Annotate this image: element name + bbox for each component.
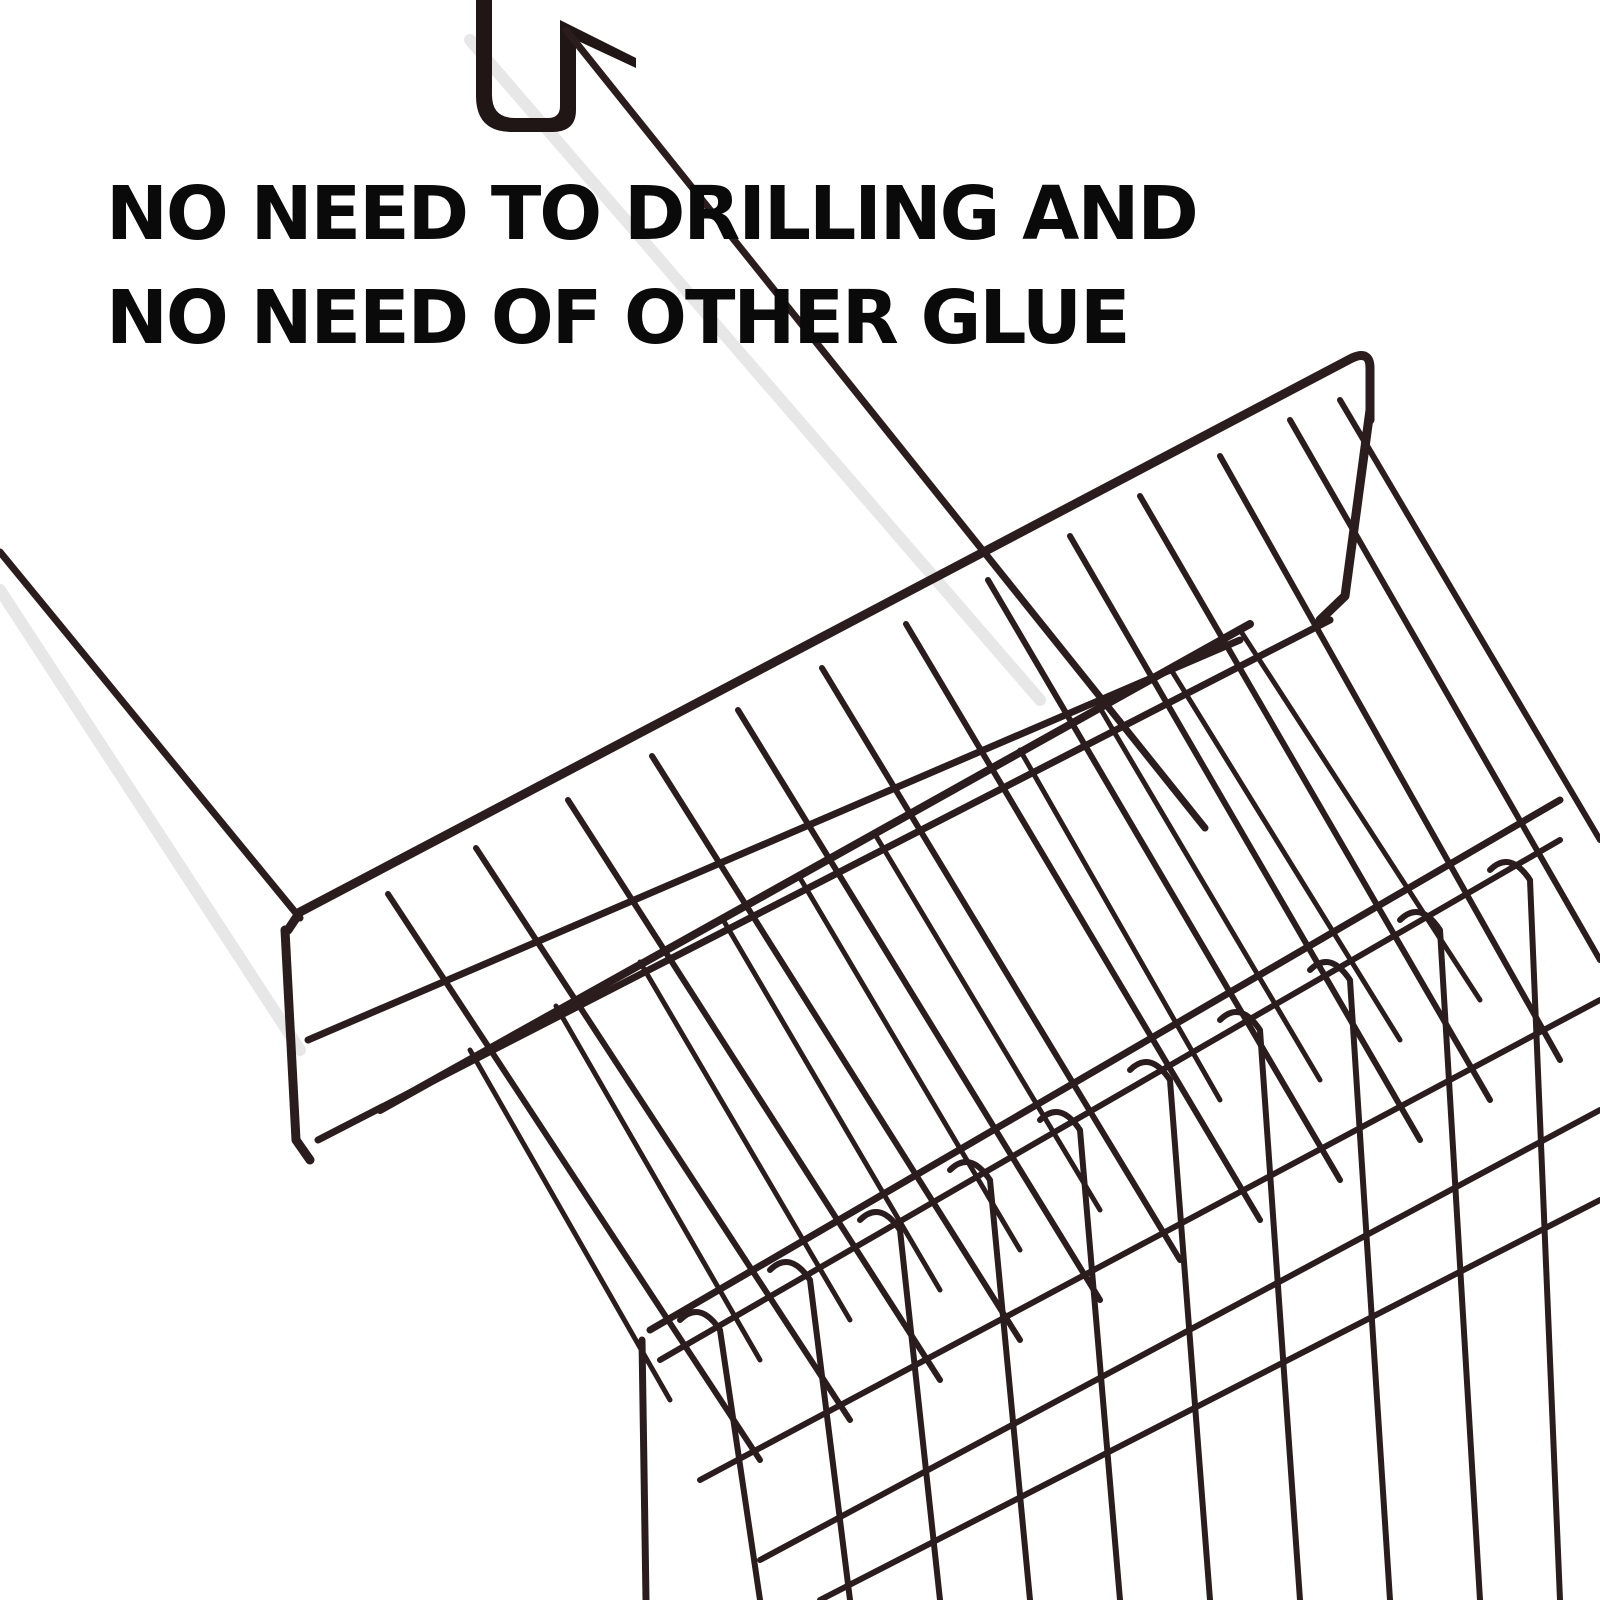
headline-line-2: NO NEED OF OTHER GLUE	[106, 275, 1131, 361]
headline: NO NEED TO DRILLING AND NO NEED OF OTHER…	[106, 162, 1306, 370]
arm-shadows	[0, 34, 1046, 1056]
door-hook	[476, 0, 636, 132]
hanging-arms	[0, 26, 1209, 922]
basket-wires	[280, 351, 1600, 1600]
headline-line-1: NO NEED TO DRILLING AND	[106, 171, 1199, 257]
